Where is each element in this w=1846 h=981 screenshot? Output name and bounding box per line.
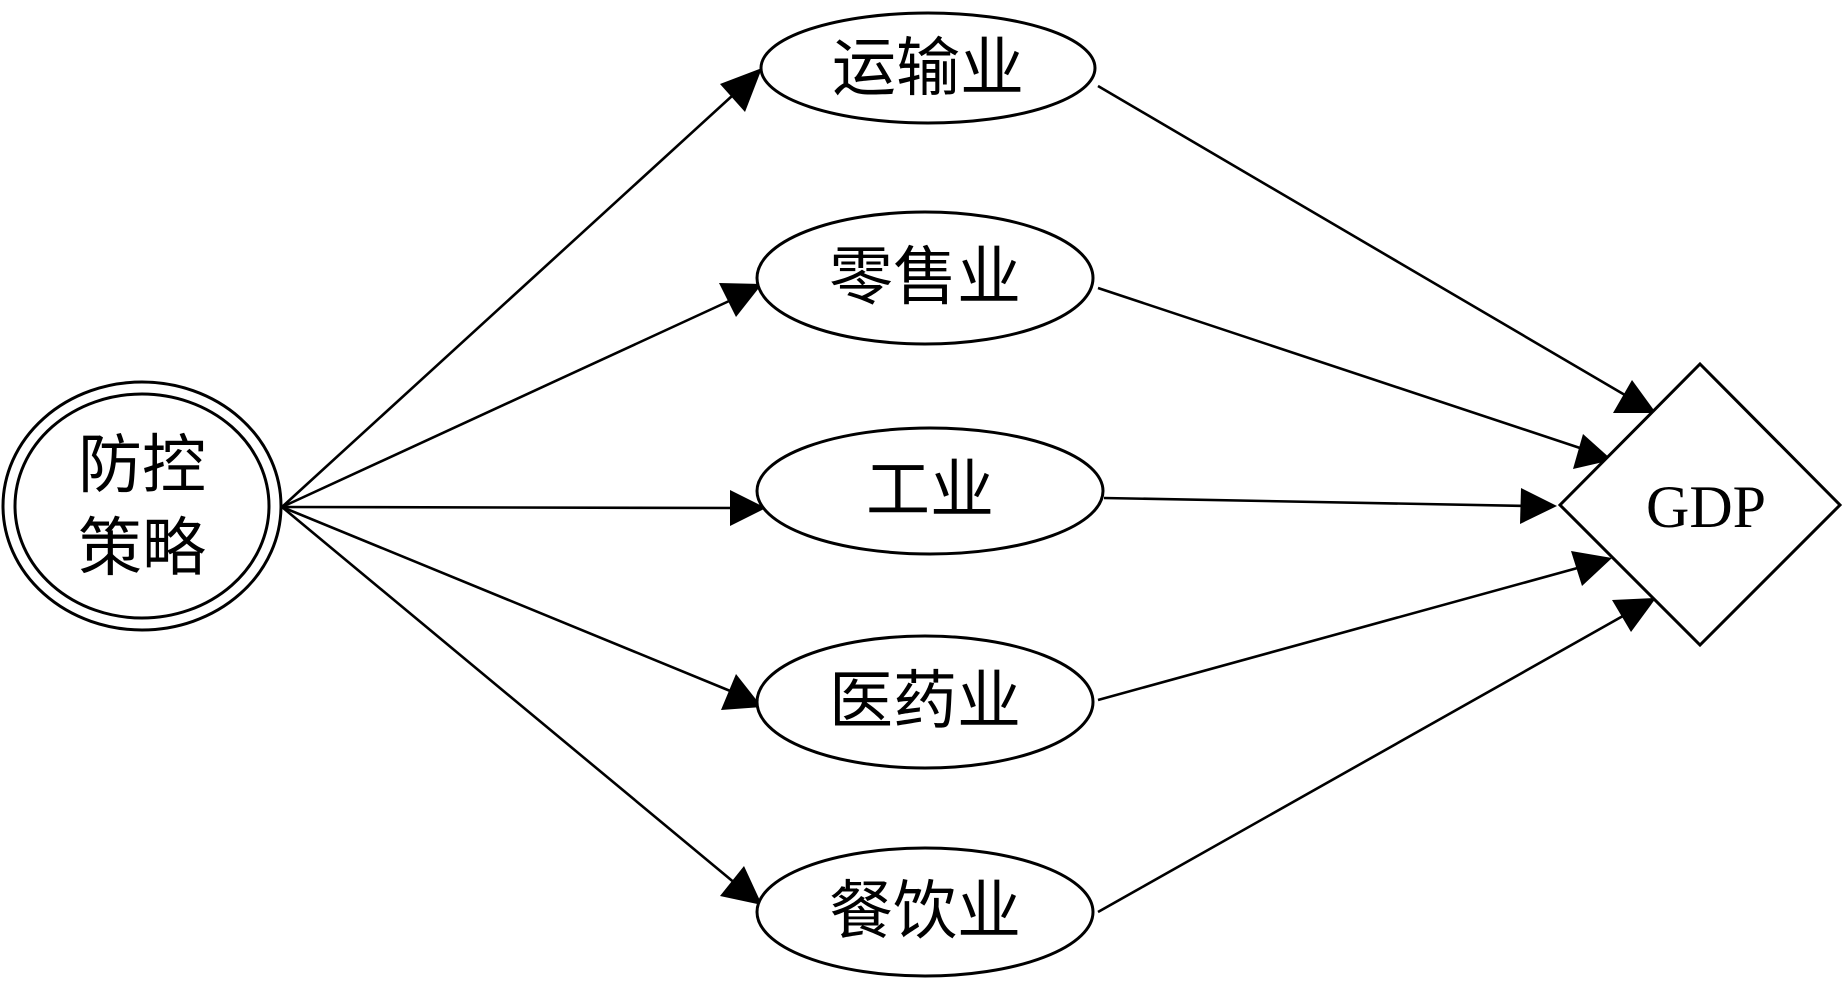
- industry-node-catering: 餐饮业: [755, 846, 1095, 978]
- industry-node-industry-ellipse: [755, 426, 1105, 556]
- industry-node-industry: 工业: [755, 426, 1105, 556]
- industry-node-pharma: 医药业: [755, 634, 1095, 770]
- arrowhead-gdp-from-catering: [1612, 598, 1656, 632]
- arrowhead-gdp-from-transport: [1613, 380, 1656, 413]
- edges-industries-to-gdp: [1097, 84, 1656, 914]
- industry-node-catering-label: 餐饮业: [829, 875, 1021, 949]
- arrowhead-gdp-from-industry: [1520, 488, 1557, 524]
- industry-node-retail-ellipse: [755, 210, 1095, 346]
- industry-node-pharma-ellipse: [755, 634, 1095, 770]
- industry-node-catering-ellipse: [755, 846, 1095, 978]
- source-node-inner-ring: [13, 392, 271, 620]
- industry-node-transport: 运输业: [759, 11, 1097, 125]
- edge-source-to-retail: [281, 294, 741, 509]
- edge-transport-to-gdp: [1097, 84, 1631, 400]
- arrowhead-industry: [730, 490, 766, 526]
- source-node-label-line1: 防控: [78, 429, 206, 503]
- arrowhead-catering: [720, 866, 762, 905]
- arrowhead-transport: [720, 68, 762, 112]
- target-node-gdp-diamond: [1557, 361, 1843, 648]
- arrowhead-gdp-from-pharma: [1571, 551, 1612, 586]
- edges-source-to-industries: [281, 68, 766, 905]
- arrowhead-retail: [719, 283, 762, 317]
- edge-catering-to-gdp: [1097, 610, 1631, 914]
- industry-node-transport-ellipse: [759, 11, 1097, 125]
- arrowhead-pharma: [721, 674, 762, 710]
- edge-industry-to-gdp: [1103, 496, 1531, 508]
- edge-source-to-pharma: [281, 505, 741, 697]
- industry-node-pharma-label: 医药业: [829, 665, 1021, 739]
- source-node-label-line2: 策略: [78, 512, 206, 586]
- arrowhead-gdp-from-retail: [1573, 434, 1612, 469]
- edge-source-to-industry: [281, 505, 741, 510]
- edge-source-to-transport: [281, 84, 745, 508]
- source-node: 防控 策略: [1, 380, 283, 632]
- edge-retail-to-gdp: [1097, 286, 1593, 454]
- target-node-gdp-label: GDP: [1646, 474, 1766, 540]
- edge-pharma-to-gdp: [1097, 562, 1593, 702]
- industry-node-transport-label: 运输业: [832, 32, 1024, 106]
- industry-node-retail-label: 零售业: [829, 241, 1021, 315]
- industry-node-retail: 零售业: [755, 210, 1095, 346]
- edge-source-to-catering: [281, 505, 743, 891]
- target-node-gdp: GDP: [1557, 361, 1843, 648]
- industry-node-industry-label: 工业: [866, 454, 994, 528]
